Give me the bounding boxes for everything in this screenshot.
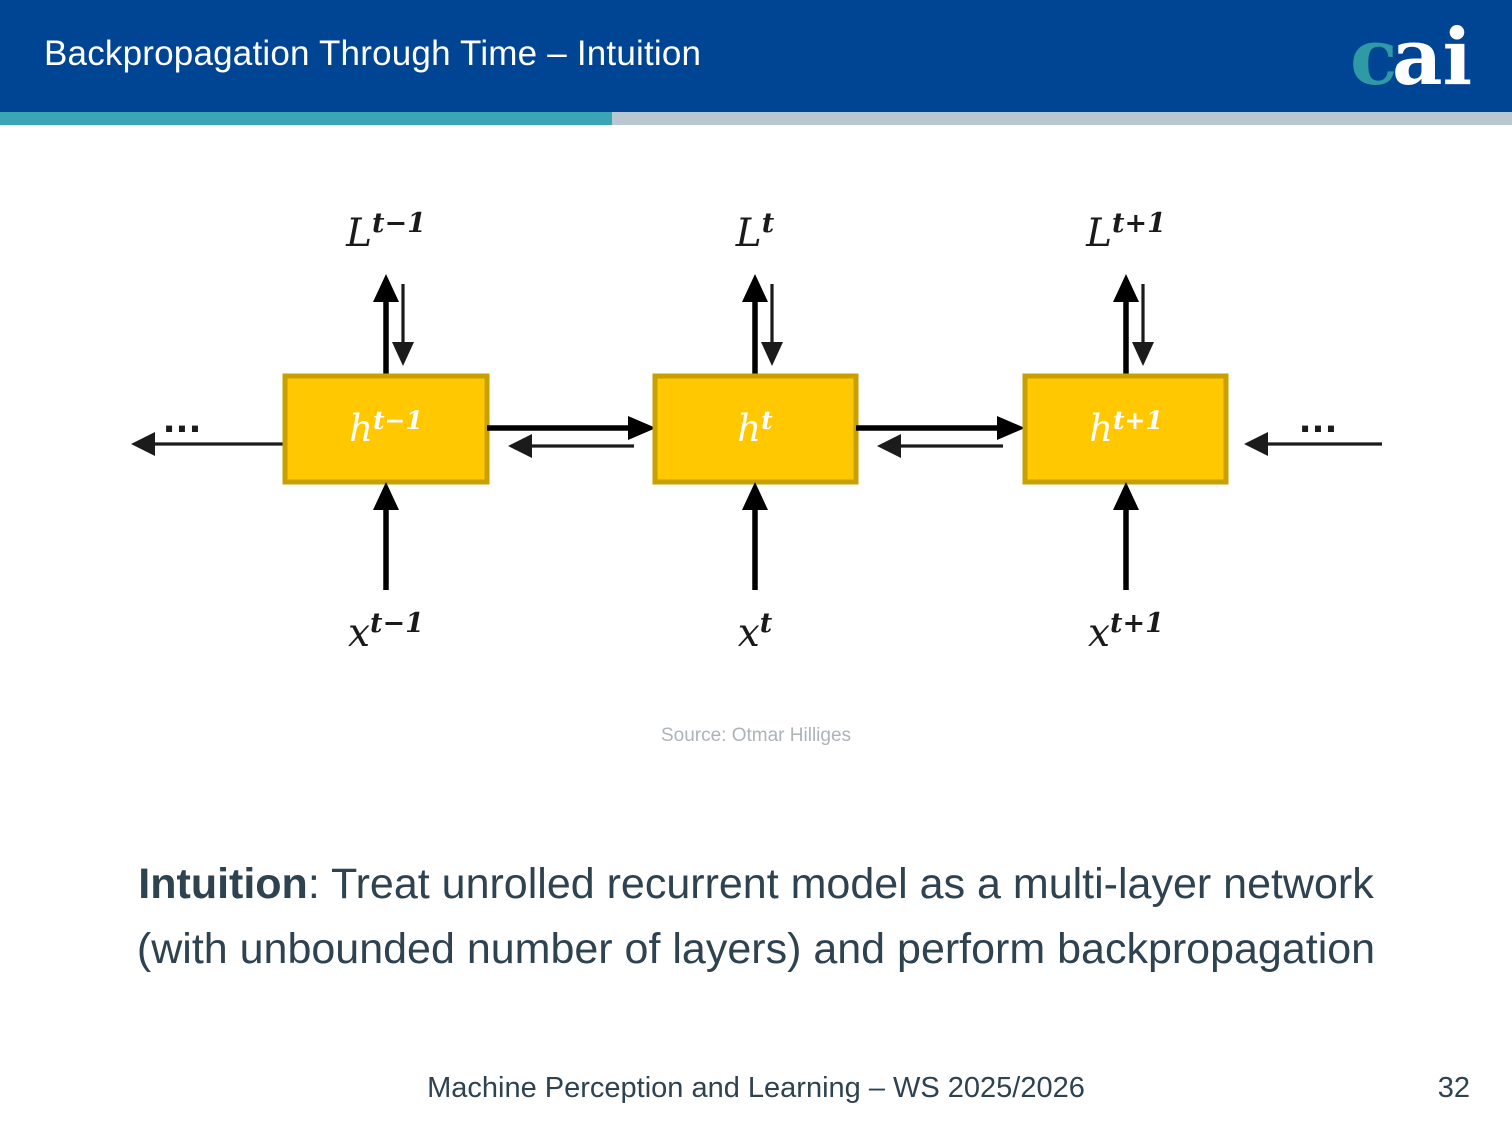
accent-rule-gray-segment [612, 112, 1512, 125]
loss-label-2: Lt [735, 208, 775, 256]
bptt-unrolled-rnn-diagram: ... ht−1 Lt−1 xt−1 [0, 150, 1512, 710]
cell-1-loss-forward-arrow [373, 274, 399, 376]
input-label-1: xt−1 [348, 608, 424, 656]
recurrent-backward-arrow-3-2 [877, 434, 1003, 458]
recurrent-forward-arrow-1-2 [487, 416, 656, 440]
slide-footer: Machine Perception and Learning – WS 202… [0, 1072, 1512, 1122]
source-attribution: Source: Otmar Hilliges [660, 725, 852, 746]
input-label-2: xt [738, 608, 773, 656]
ellipsis-right: ... [1299, 401, 1338, 441]
left-tail-arrow [131, 432, 285, 456]
cell-1-input-arrow [373, 482, 399, 590]
hidden-state-label-2: ht [737, 406, 773, 450]
accent-rule-teal-segment [0, 112, 612, 125]
footer-course-label: Machine Perception and Learning – WS 202… [427, 1072, 1085, 1104]
hidden-state-label-1: ht−1 [349, 406, 423, 450]
loss-label-3: Lt+1 [1085, 208, 1166, 256]
cell-3-loss-forward-arrow [1113, 274, 1139, 376]
cai-logo: c ai [1350, 12, 1473, 103]
cell-3-loss-gradient-arrow [1132, 284, 1154, 366]
input-label-3: xt+1 [1088, 608, 1164, 656]
accent-rule [0, 112, 1512, 125]
cell-2-loss-gradient-arrow [761, 284, 783, 366]
cai-logo-letter-c: c [1350, 12, 1398, 103]
right-tail-arrow [1244, 432, 1382, 456]
slide-header: Backpropagation Through Time – Intuition… [0, 0, 1512, 112]
hidden-state-label-3: ht+1 [1089, 406, 1163, 450]
page-title: Backpropagation Through Time – Intuition [44, 34, 702, 73]
cell-3-input-arrow [1113, 482, 1139, 590]
cell-1-loss-gradient-arrow [392, 284, 414, 366]
footer-page-number: 32 [1437, 1072, 1470, 1104]
hidden-state-box-1 [282, 373, 490, 485]
body-rest-text: : Treat unrolled recurrent model as a mu… [136, 860, 1376, 973]
hidden-state-box-2 [652, 373, 859, 485]
loss-label-1: Lt−1 [345, 208, 426, 256]
body-lead-word: Intuition [138, 860, 308, 908]
cell-2-loss-forward-arrow [742, 274, 768, 376]
ellipsis-left: ... [163, 401, 202, 441]
cai-logo-letters-ai: ai [1392, 12, 1473, 103]
recurrent-backward-arrow-2-1 [508, 434, 634, 458]
body-paragraph: Intuition: Treat unrolled recurrent mode… [130, 852, 1382, 982]
cell-2-input-arrow [742, 482, 768, 590]
recurrent-forward-arrow-2-3 [856, 416, 1025, 440]
hidden-state-box-3 [1022, 373, 1229, 485]
